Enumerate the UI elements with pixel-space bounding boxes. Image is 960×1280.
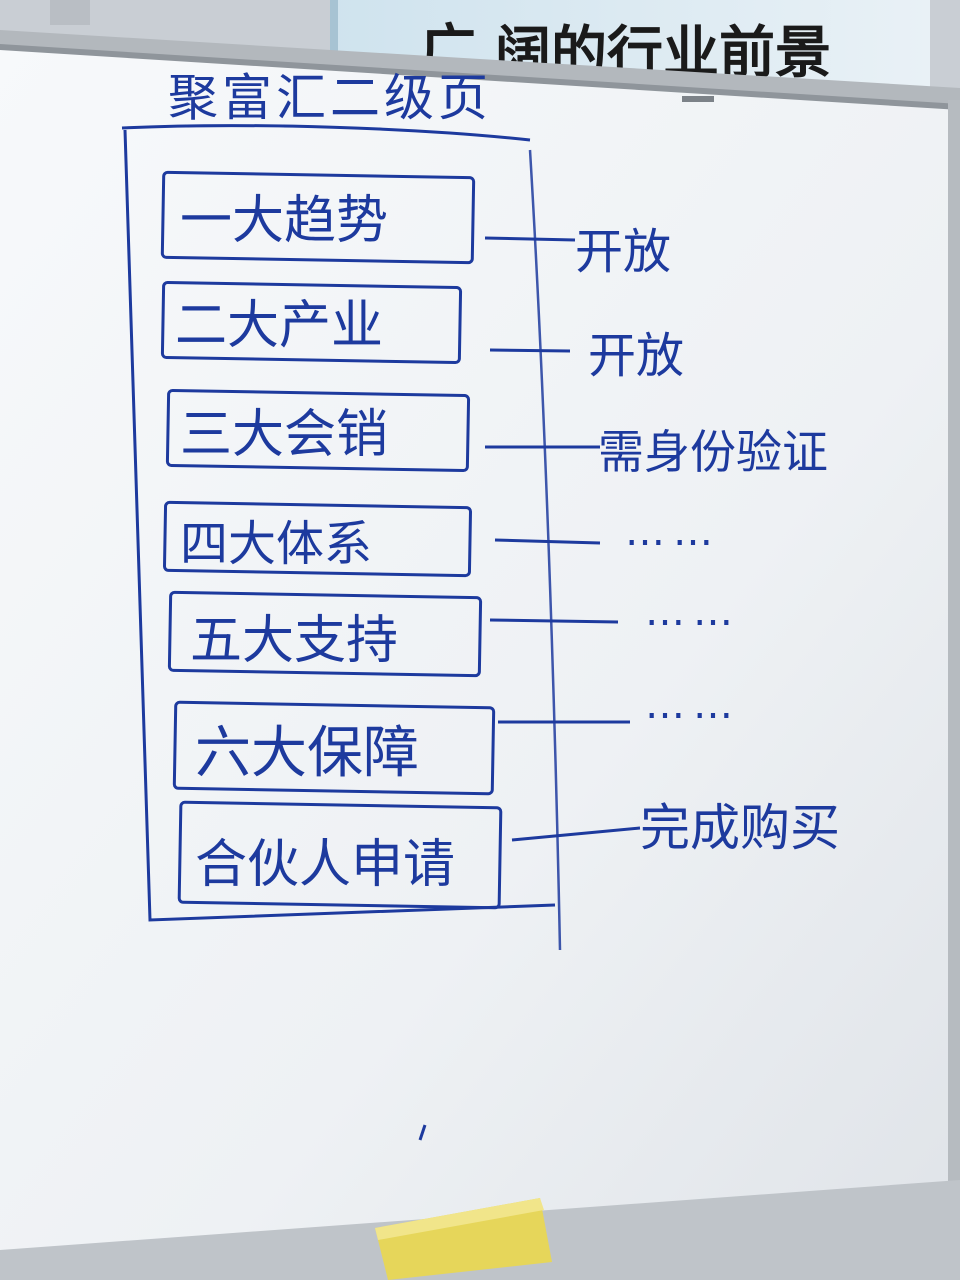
module-label: 合伙人申请 (195, 835, 455, 895)
connector-line (484, 236, 576, 242)
outer-container-right (528, 149, 562, 951)
module-box (162, 500, 473, 578)
module-label: 四大体系 (180, 516, 372, 572)
module-note: …… (645, 589, 741, 635)
title-underline (121, 124, 531, 142)
module-label: 二大产业 (175, 296, 383, 356)
module-label: 一大趋势 (180, 191, 388, 251)
module-box (160, 280, 463, 365)
module-row: 一大趋势 开放 (160, 170, 671, 280)
whiteboard-frame-top (0, 30, 960, 108)
module-label: 五大支持 (190, 611, 398, 671)
module-note: 完成购买 (640, 799, 840, 857)
module-label: 六大保障 (195, 721, 419, 786)
module-row: 六大保障 …… (172, 682, 741, 796)
module-note: …… (645, 682, 741, 728)
stray-mark (418, 1124, 427, 1141)
module-note: 需身份验证 (598, 425, 828, 479)
module-box (172, 700, 496, 796)
module-note: 开放 (588, 328, 684, 384)
connector-line (494, 538, 601, 545)
module-row: 五大支持 …… (167, 589, 741, 678)
frame-label (682, 96, 714, 102)
module-box (160, 170, 476, 265)
module-box (165, 388, 471, 473)
module-row: 三大会销 需身份验证 (165, 388, 828, 479)
connector-line (489, 348, 571, 353)
module-list: 一大趋势 开放 二大产业 开放 三大会销 需身份验证 四大体系 …… 五大支持 … (160, 170, 840, 910)
module-label: 三大会销 (180, 405, 388, 465)
module-row: 二大产业 开放 (160, 280, 684, 384)
module-box (177, 800, 503, 910)
wall-object (50, 0, 90, 25)
eraser (375, 1198, 552, 1280)
module-row: 合伙人申请 完成购买 (177, 799, 840, 910)
connector-line (489, 618, 619, 624)
module-note: …… (625, 509, 721, 555)
module-row: 四大体系 …… (162, 500, 721, 578)
module-note: 开放 (575, 224, 671, 280)
whiteboard-frame-right (948, 100, 960, 1280)
connector-line (511, 826, 641, 842)
outer-container (123, 129, 556, 922)
board-title: 聚富汇二级页 (168, 69, 492, 127)
module-box (167, 590, 483, 678)
